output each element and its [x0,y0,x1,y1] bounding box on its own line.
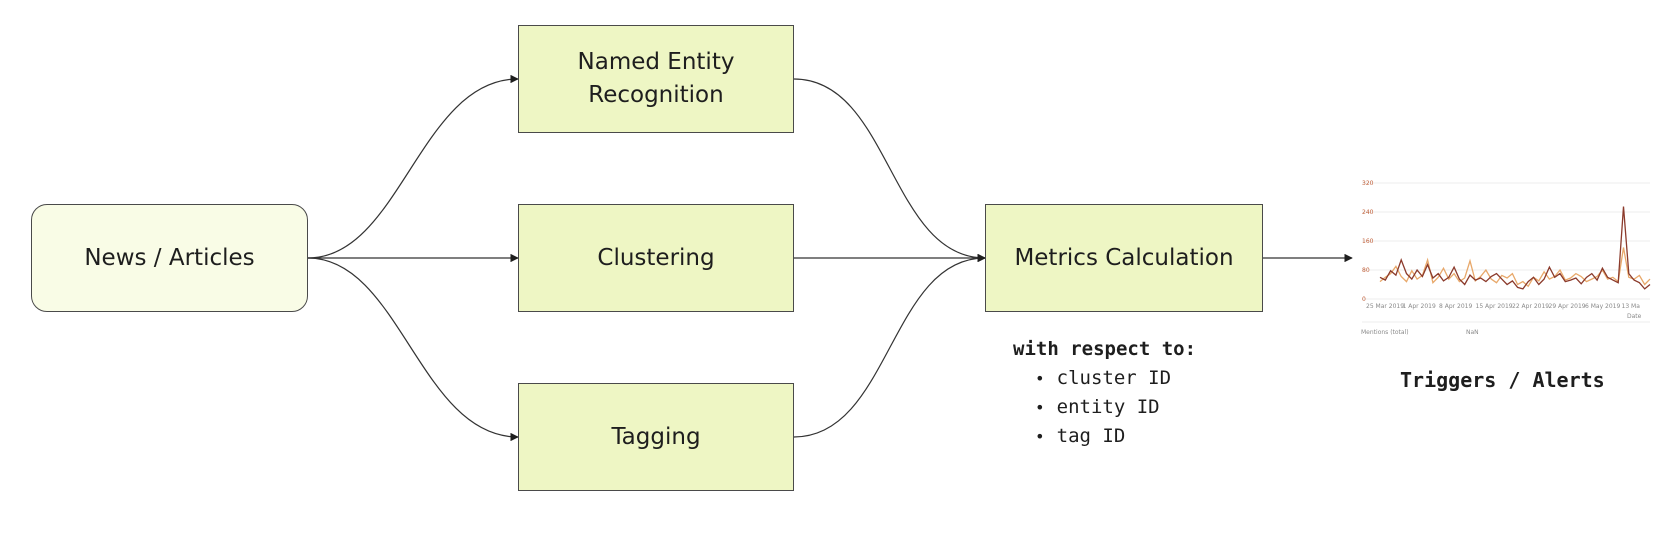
metrics-note-item: tag ID [1035,422,1196,451]
news-articles-label: News / Articles [84,244,255,271]
news-articles-node: News / Articles [31,204,308,312]
tagging-node: Tagging [518,383,794,491]
named-entity-recognition-label: Named Entity Recognition [577,49,735,108]
thumbnail-x-tick: 1 Apr 2019 [1403,303,1436,310]
edge-ner-to-metrics [793,78,986,263]
thumbnail-y-tick: 320 [1362,180,1374,187]
thumbnail-series-light [1379,247,1651,288]
edge-source-to-ner [307,74,519,259]
thumbnail-footer-left: Mentions (total) [1361,329,1409,336]
thumbnail-x-tick: 6 May 2019 [1585,303,1620,310]
metrics-note-item: cluster ID [1035,364,1196,393]
edge-source-to-tagging [307,257,519,442]
thumbnail-x-tick: 15 Apr 2019 [1476,303,1513,310]
metrics-note-list: cluster ID entity ID tag ID [1013,364,1196,451]
tagging-label: Tagging [611,423,701,450]
thumbnail-x-tick: 13 Ma [1622,303,1641,310]
thumbnail-y-tick: 240 [1362,209,1374,216]
thumbnail-y-tick: 80 [1362,267,1370,274]
thumbnail-x-tick: 29 Apr 2019 [1549,303,1586,310]
triggers-alerts-label: Triggers / Alerts [1400,368,1605,392]
clustering-label: Clustering [597,244,715,271]
metrics-note-item: entity ID [1035,393,1196,422]
thumbnail-x-tick: 25 Mar 2019 [1366,303,1404,310]
thumbnail-series-dark [1379,206,1651,290]
metrics-calculation-node: Metrics Calculation [985,204,1263,312]
thumbnail-x-tick: 22 Apr 2019 [1512,303,1549,310]
thumbnail-x-tick: 8 Apr 2019 [1439,303,1472,310]
edge-tagging-to-metrics [793,253,986,438]
named-entity-recognition-node: Named Entity Recognition [518,25,794,133]
metrics-calculation-label: Metrics Calculation [1014,244,1234,271]
thumbnail-y-tick: 0 [1362,296,1366,303]
metrics-note-title: with respect to: [1013,338,1197,360]
metrics-note: with respect to: cluster ID entity ID ta… [1013,338,1196,451]
thumbnail-footer-right: NaN [1466,329,1479,336]
clustering-node: Clustering [518,204,794,312]
thumbnail-y-tick: 160 [1362,238,1374,245]
thumbnail-x-axis-label: Date [1627,313,1642,320]
